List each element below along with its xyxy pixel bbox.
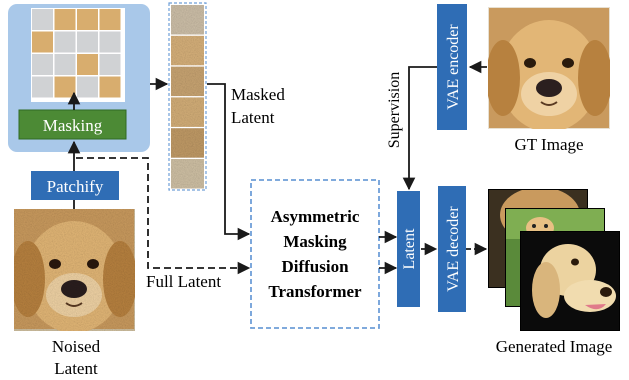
visible-patch: [54, 9, 76, 30]
gt-image: [488, 7, 610, 129]
generated-image-3: [520, 231, 620, 331]
masked-patch: [32, 9, 53, 30]
patchify-box: [31, 171, 119, 200]
transformer-box: [250, 179, 380, 329]
masked-patch: [99, 54, 121, 75]
arrow-strip-to-transformer: [207, 83, 251, 241]
masked-latent-token: [171, 128, 204, 158]
masked-latent-token: [171, 66, 204, 97]
masked-latent-label-line2: Latent: [231, 108, 275, 127]
noised-label-line1: Noised: [52, 337, 101, 356]
masked-patch: [77, 31, 98, 53]
masked-patch-grid: [31, 8, 125, 102]
gt-image-label: GT Image: [514, 135, 583, 154]
masking-label: Masking: [43, 116, 103, 135]
visible-patch: [99, 76, 121, 98]
vae-decoder-label: VAE decoder: [445, 206, 462, 292]
masked-patch: [32, 54, 53, 75]
masked-patch: [77, 76, 98, 98]
transformer-label-line3: Diffusion: [281, 257, 349, 276]
patchify-label: Patchify: [47, 177, 104, 196]
arrow-supervision: [402, 66, 437, 191]
masked-latent-token: [171, 35, 204, 66]
vae-encoder-box: [437, 4, 467, 130]
latent-label: Latent: [401, 228, 418, 269]
generated-image-label: Generated Image: [496, 337, 613, 356]
visible-patch: [32, 31, 53, 53]
supervision-label: Supervision: [386, 72, 403, 148]
masked-latent-token: [171, 159, 204, 189]
masked-patch: [99, 31, 121, 53]
visible-patch: [77, 9, 98, 30]
masked-patch: [32, 76, 53, 98]
noised-label-line2: Latent: [54, 359, 98, 378]
masked-patch: [54, 31, 76, 53]
masked-latent-strip-border: [168, 2, 207, 191]
transformer-label-line4: Transformer: [268, 282, 362, 301]
visible-patch: [77, 54, 98, 75]
masked-patch: [54, 54, 76, 75]
vae-encoder-label: VAE encoder: [445, 24, 462, 110]
masked-latent-label-line1: Masked: [231, 85, 285, 104]
latent-bar: [397, 191, 420, 307]
vae-decoder-box: [438, 186, 466, 312]
masking-button: [18, 109, 127, 140]
transformer-label-line1: Asymmetric: [271, 207, 360, 226]
masked-latent-token: [171, 97, 204, 127]
full-latent-label: Full Latent: [146, 272, 221, 291]
masked-latent-strip: [171, 5, 204, 189]
transformer-label-line2: Masking: [283, 232, 347, 251]
visible-patch: [54, 76, 76, 98]
masked-latent-token: [171, 5, 204, 35]
noised-latent-image: [14, 209, 135, 331]
visible-patch: [99, 9, 121, 30]
arrow-full-latent: [76, 157, 251, 275]
